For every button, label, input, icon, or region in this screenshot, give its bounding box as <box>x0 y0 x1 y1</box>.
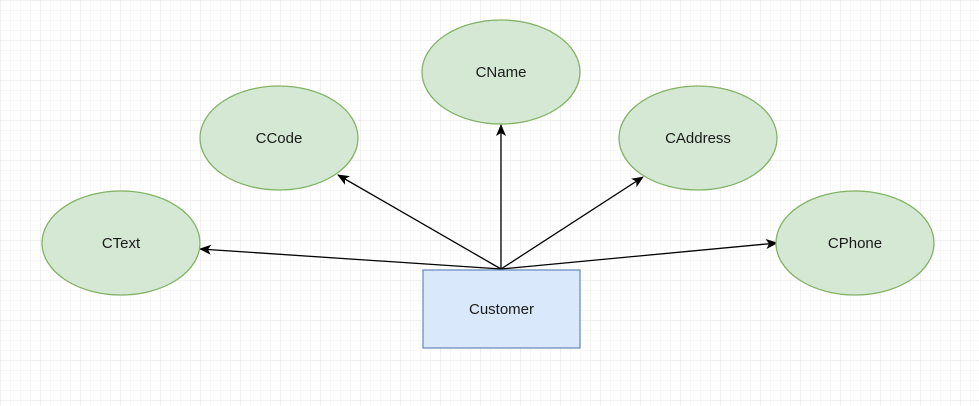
attribute-label: CAddress <box>665 130 731 147</box>
edge-customer-to-caddress[interactable] <box>500 176 644 270</box>
edge-customer-to-ctext[interactable] <box>199 244 502 270</box>
attribute-label: CText <box>102 235 141 252</box>
entity-rectangle[interactable] <box>422 269 581 349</box>
edge-customer-to-ccode[interactable] <box>337 174 502 270</box>
attribute-ellipse[interactable] <box>618 85 778 191</box>
attribute-node-ccode[interactable]: CCode <box>199 85 359 191</box>
attribute-node-cname[interactable]: CName <box>421 19 581 125</box>
attribute-node-caddress[interactable]: CAddress <box>618 85 778 191</box>
attribute-ellipse[interactable] <box>199 85 359 191</box>
edge-customer-to-cphone[interactable] <box>500 239 778 270</box>
attribute-label: CName <box>476 64 527 81</box>
attribute-ellipse[interactable] <box>41 190 201 296</box>
attribute-node-ctext[interactable]: CText <box>41 190 201 296</box>
attribute-ellipse[interactable] <box>775 190 935 296</box>
entity-node-customer[interactable]: Customer <box>422 269 581 349</box>
entity-label: Customer <box>469 301 534 318</box>
attribute-label: CPhone <box>828 235 882 252</box>
attribute-node-cphone[interactable]: CPhone <box>775 190 935 296</box>
edges-layer <box>199 124 778 270</box>
attribute-label: CCode <box>256 130 303 147</box>
attribute-ellipse[interactable] <box>421 19 581 125</box>
